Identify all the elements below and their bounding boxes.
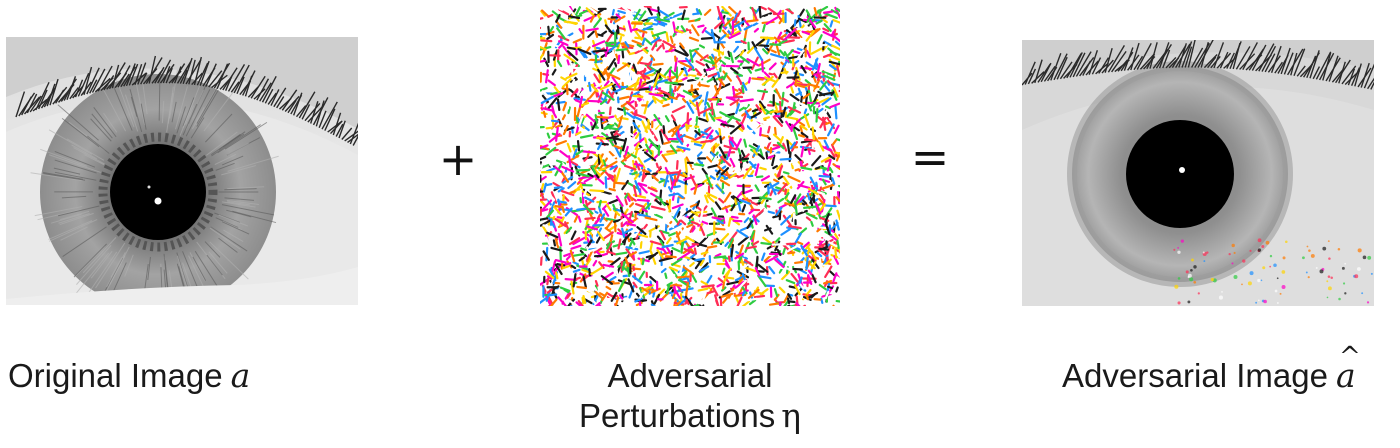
symbol-a: a bbox=[230, 356, 251, 395]
pupil-highlight-small bbox=[147, 185, 151, 189]
caption-original-text: Original Image bbox=[8, 357, 223, 394]
plus-operator: + bbox=[438, 132, 478, 186]
upper-eyelid bbox=[6, 37, 358, 129]
pupil bbox=[110, 144, 206, 240]
adversarial-eye-graphic bbox=[1022, 40, 1374, 306]
original-eye-image bbox=[6, 37, 358, 305]
symbol-eta: η bbox=[781, 396, 802, 436]
pupil bbox=[1126, 120, 1234, 228]
pupil-highlight bbox=[1179, 167, 1185, 173]
perturbation-specks bbox=[1173, 238, 1373, 305]
caption-perturbations-line2: Perturbations bbox=[578, 397, 776, 435]
eyelashes bbox=[15, 55, 358, 146]
original-eye-graphic bbox=[6, 37, 358, 305]
noise-graphic bbox=[540, 6, 840, 306]
equals-operator: = bbox=[910, 130, 950, 184]
eyelashes bbox=[1022, 40, 1374, 90]
symbol-a-hat: a bbox=[1336, 342, 1360, 396]
adversarial-noise-image bbox=[540, 6, 840, 306]
caption-adversarial-text: Adversarial Image bbox=[1062, 357, 1328, 394]
upper-eyelid bbox=[1022, 40, 1374, 80]
pupil-highlight bbox=[154, 197, 162, 205]
pupil-ring bbox=[98, 132, 218, 252]
iris-texture bbox=[30, 69, 279, 305]
caption-perturbations-line1: Adversarial bbox=[607, 357, 773, 394]
lower-eyelid bbox=[6, 267, 358, 305]
adversarial-eye-image bbox=[1022, 40, 1374, 306]
